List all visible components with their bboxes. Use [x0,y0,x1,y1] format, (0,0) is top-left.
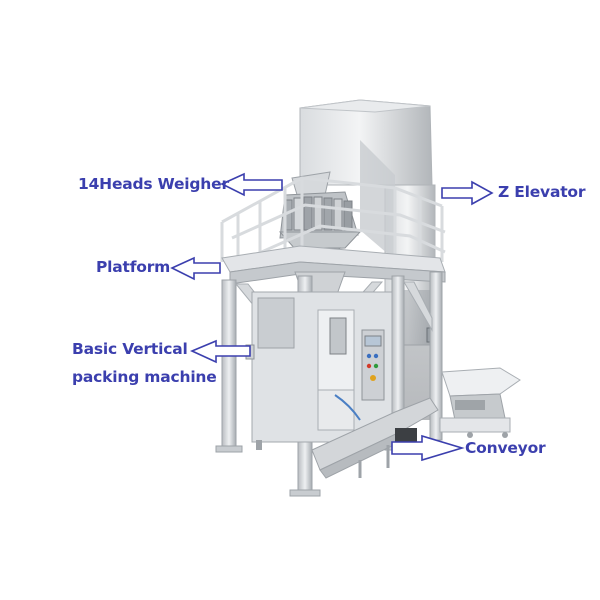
arrow-z-elevator-icon [441,180,494,206]
label-conveyor: Conveyor [465,439,546,457]
platform-guard-rail [220,176,446,262]
control-panel [361,329,385,401]
output-chute [311,397,439,479]
label-z-elevator: Z Elevator [498,183,586,201]
label-packing-machine: packing machine [72,368,217,386]
arrow-weigher-icon [220,172,283,197]
callout-arrows [170,172,494,462]
label-basic-vertical: Basic Vertical [72,340,188,358]
arrow-conveyor-icon [391,434,465,462]
label-14heads-weigher: 14Heads Weigher [78,175,229,193]
vertical-packing-machine [245,291,393,450]
arrow-platform-icon [170,256,221,281]
arrow-vertical-packing-icon [190,339,251,364]
label-platform: Platform [96,258,171,276]
feeder-conveyor [439,367,521,438]
